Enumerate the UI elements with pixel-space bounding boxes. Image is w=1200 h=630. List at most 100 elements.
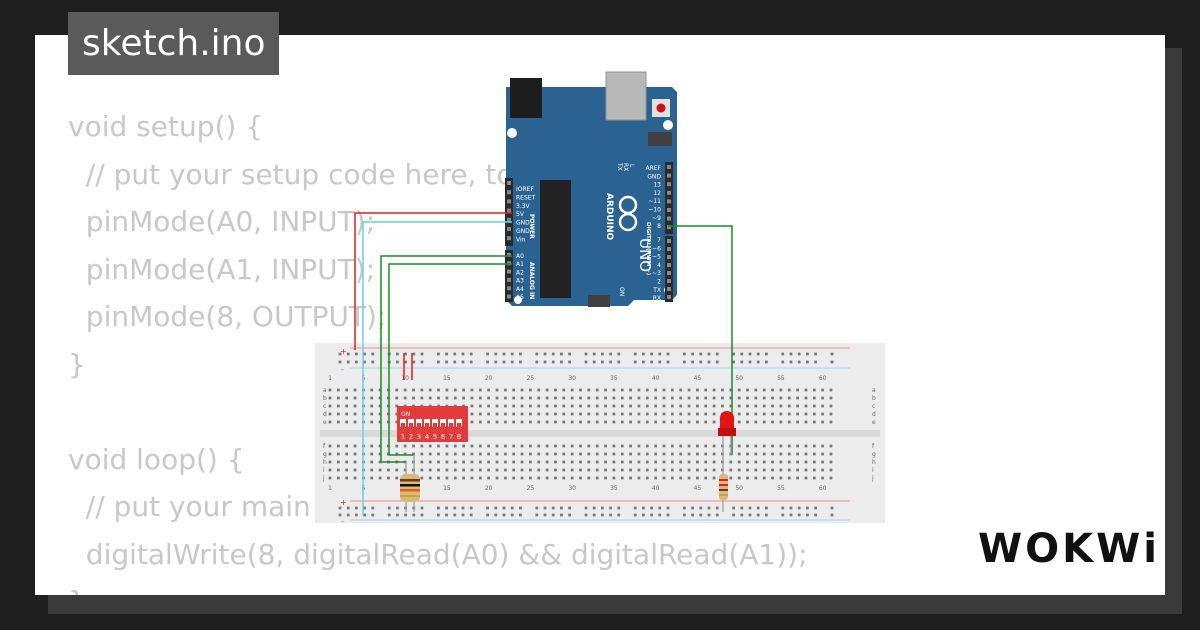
hole — [478, 412, 482, 416]
hole — [629, 444, 632, 448]
hole — [420, 396, 424, 400]
hole — [579, 460, 582, 464]
hole — [687, 412, 691, 416]
hole — [746, 420, 749, 424]
hole — [470, 452, 474, 456]
rail-hole — [494, 506, 498, 510]
hole — [545, 420, 549, 424]
digital-label: DIGITAL (PWM ~) — [645, 222, 651, 276]
hole — [345, 460, 349, 464]
hole — [771, 476, 774, 480]
hole — [370, 412, 374, 416]
rail-hole — [338, 352, 342, 356]
hole — [537, 412, 541, 416]
hole — [829, 460, 833, 464]
rail-hole — [535, 506, 539, 510]
analog-header — [505, 250, 513, 302]
hole — [737, 404, 741, 408]
rail-hole — [396, 506, 399, 510]
hole — [746, 476, 749, 480]
hole — [587, 476, 591, 480]
rail-hole — [346, 360, 350, 364]
wires — [354, 212, 733, 515]
rail-hole — [412, 360, 416, 364]
hole — [562, 396, 566, 400]
rail-hole — [412, 352, 416, 356]
code-line: void setup() { — [68, 110, 264, 143]
hole — [328, 468, 332, 472]
hole — [746, 468, 749, 472]
hole — [679, 476, 683, 480]
hole — [462, 444, 465, 448]
rail-hole — [658, 360, 662, 364]
hole — [520, 388, 524, 392]
rail-hole — [551, 360, 555, 364]
column-number: 55 — [777, 485, 785, 492]
hole — [754, 444, 758, 448]
code-line: } — [68, 347, 86, 381]
hole — [762, 476, 766, 480]
hole — [395, 452, 399, 456]
hole — [696, 412, 699, 416]
file-tab[interactable]: sketch.ino — [68, 12, 280, 75]
hole — [829, 396, 833, 400]
hole — [336, 396, 340, 400]
hole — [579, 412, 582, 416]
hole — [554, 452, 557, 456]
hole — [812, 396, 816, 400]
code-line: digitalWrite(8, digitalRead(A0) && digit… — [68, 537, 808, 571]
code-line: pinMode(A1, INPUT); — [68, 252, 376, 286]
hole — [487, 404, 491, 408]
hole — [336, 388, 340, 392]
dip-toggle-knob — [457, 423, 461, 427]
column-number: 30 — [568, 375, 576, 382]
hole — [620, 412, 624, 416]
rail-hole — [740, 360, 744, 364]
breadboard-center-channel — [320, 430, 880, 437]
reset-button[interactable] — [656, 103, 666, 113]
rail-hole — [806, 506, 809, 510]
column-number: 15 — [443, 485, 451, 492]
hole — [545, 452, 549, 456]
power-pin-label: Vin — [516, 236, 526, 243]
code-line: pinMode(8, OUTPUT); — [68, 300, 387, 333]
hole — [829, 476, 833, 480]
hole — [570, 476, 574, 480]
hole — [804, 388, 808, 392]
rail-hole — [666, 513, 670, 517]
rail-hole — [642, 513, 645, 517]
rail-hole — [691, 360, 694, 364]
hole — [395, 468, 399, 472]
hole — [545, 412, 549, 416]
hole — [620, 420, 624, 424]
hole — [779, 468, 783, 472]
hole — [412, 388, 415, 392]
hole — [387, 468, 390, 472]
hole — [737, 444, 741, 448]
column-number: 45 — [694, 485, 702, 492]
hole — [787, 444, 791, 448]
rail-hole — [453, 352, 457, 356]
rail-hole — [404, 360, 407, 364]
hole — [637, 460, 641, 464]
digital-pin-label: AREF — [645, 165, 661, 172]
hole — [787, 396, 791, 400]
hole — [453, 452, 457, 456]
rail-hole — [765, 360, 768, 364]
hole — [762, 404, 766, 408]
hole — [453, 444, 457, 448]
hole — [345, 444, 349, 448]
rail-hole — [371, 360, 375, 364]
hole — [670, 396, 674, 400]
hole — [595, 468, 599, 472]
hole — [612, 452, 616, 456]
hole — [595, 476, 599, 480]
power-jack — [510, 78, 542, 118]
row-letter: f — [323, 443, 326, 450]
rail-hole — [609, 506, 612, 510]
rail-hole — [355, 506, 358, 510]
hole — [821, 396, 825, 400]
hole — [687, 396, 691, 400]
rail-hole — [814, 513, 817, 517]
hole — [487, 468, 491, 472]
